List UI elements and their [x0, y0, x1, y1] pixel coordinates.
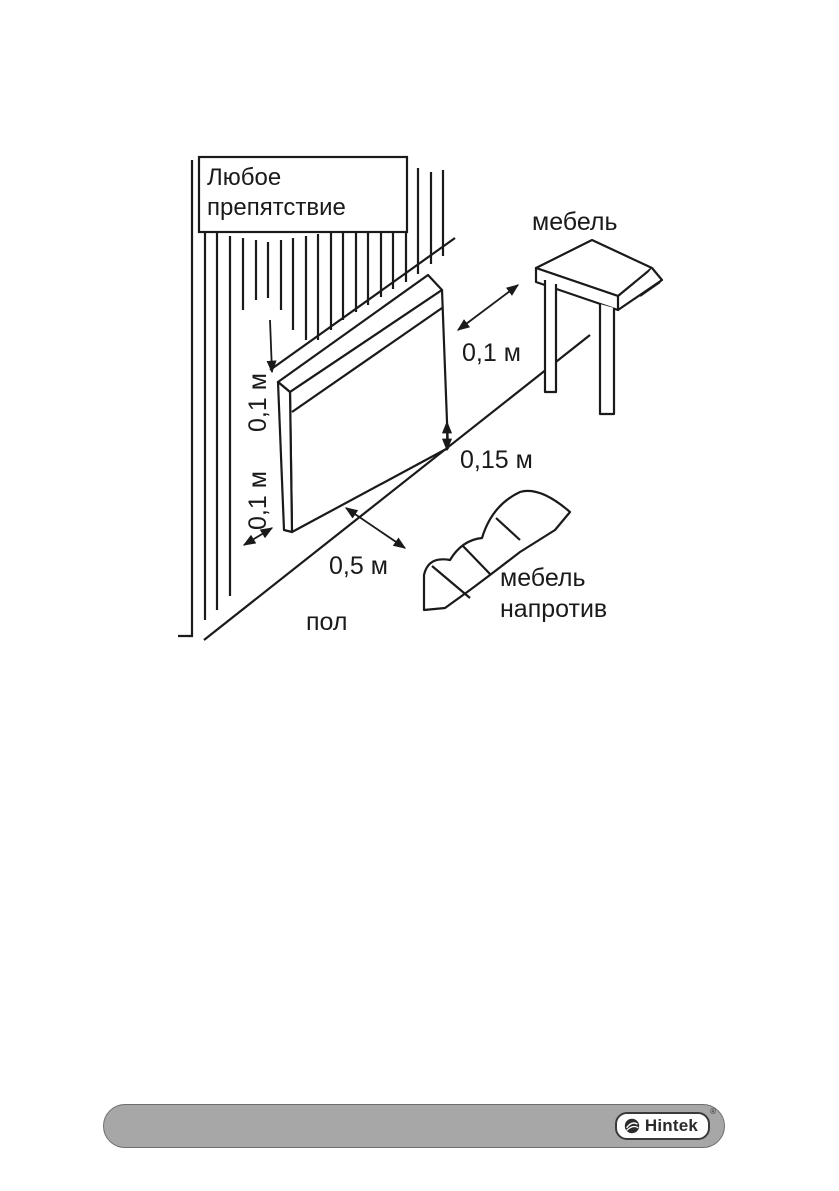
floor-label: пол — [306, 608, 347, 636]
obstacle-label-line1: Любое — [207, 164, 281, 191]
gap-front-label: 0,5 м — [329, 552, 388, 580]
brand-swirl-icon — [624, 1118, 640, 1134]
furniture-chair — [534, 238, 664, 416]
gap-floor-label: 0,15 м — [460, 446, 533, 474]
gap-furniture-side-label: 0,1 м — [462, 339, 521, 367]
arrow-top-gap — [266, 319, 277, 374]
opposite-furniture-label-line1: мебель — [500, 564, 586, 592]
gap-wall-side-label: 0,1 м — [244, 471, 272, 530]
brand-name: Hintek — [644, 1116, 698, 1135]
furniture-label: мебель — [532, 208, 618, 236]
brand-registered-mark: ® — [709, 1107, 717, 1116]
opposite-furniture-label-line2: напротив — [500, 595, 607, 623]
obstacle-label-line2: препятствие — [207, 194, 346, 221]
radiator — [276, 273, 450, 534]
arrow-wall-side — [242, 527, 274, 546]
opposite-furniture-sofa — [422, 489, 572, 612]
gap-top-label: 0,1 м — [244, 373, 272, 432]
arrow-front-gap — [344, 507, 407, 549]
arrow-furniture-gap — [456, 284, 520, 331]
footer-bar: Hintek ® — [103, 1104, 725, 1148]
obstacle-box: Любое препятствие — [197, 155, 409, 234]
floor-line — [203, 334, 591, 641]
dimension-arrows — [242, 284, 520, 549]
brand-logo: Hintek ® — [614, 1107, 717, 1140]
